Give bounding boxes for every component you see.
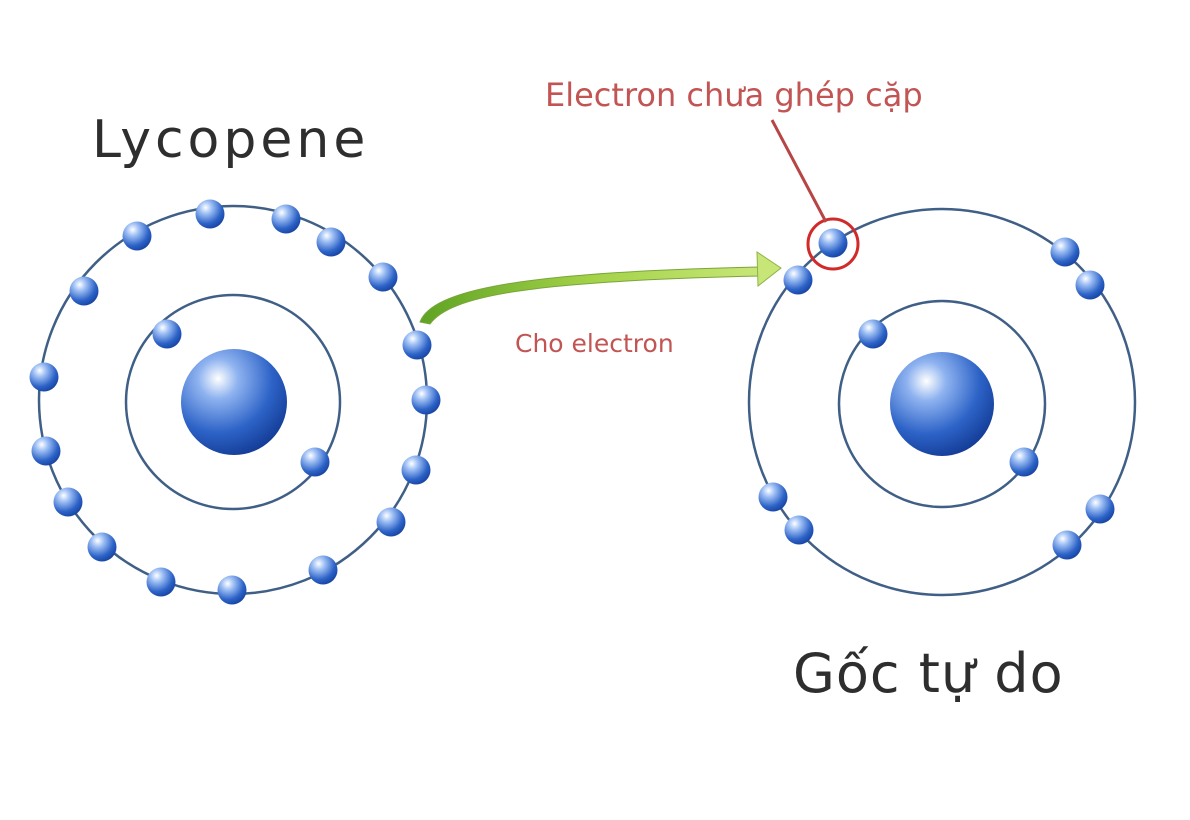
lycopene-label: Lycopene: [92, 110, 370, 170]
electron-transfer-label: Cho electron: [515, 329, 674, 358]
electron: [195, 199, 225, 229]
lycopene-nucleus: [181, 349, 287, 455]
callout-pointer-line: [770, 119, 828, 223]
free-radical-atom: [747, 207, 1137, 597]
electron-transfer-arrow: [419, 251, 782, 325]
electron: [87, 532, 117, 562]
electron: [858, 319, 888, 349]
free-radical-electrons: [758, 228, 1115, 560]
electron: [308, 555, 338, 585]
arrow-head: [756, 251, 782, 288]
electron: [368, 262, 398, 292]
electron: [217, 575, 247, 605]
electron: [784, 515, 814, 545]
electron: [31, 436, 61, 466]
electron: [69, 276, 99, 306]
unpaired-electron-label: Electron chưa ghép cặp: [545, 76, 923, 114]
electron: [1009, 447, 1039, 477]
arrow-shaft: [419, 266, 761, 325]
electron: [783, 265, 813, 295]
electron: [1052, 530, 1082, 560]
electron: [411, 385, 441, 415]
electron: [402, 330, 432, 360]
electron: [1050, 237, 1080, 267]
electron: [29, 362, 59, 392]
electron: [316, 227, 346, 257]
free-radical-label: Gốc tự do: [793, 642, 1064, 705]
electron: [758, 482, 788, 512]
electron: [1085, 494, 1115, 524]
unpaired-electron-highlight-ring: [806, 217, 860, 271]
electron: [300, 447, 330, 477]
electron: [271, 204, 301, 234]
electron: [122, 221, 152, 251]
electron: [401, 455, 431, 485]
electron: [53, 487, 83, 517]
lycopene-electrons: [29, 199, 441, 605]
electron: [1075, 270, 1105, 300]
lycopene-atom: [29, 199, 441, 605]
electron: [146, 567, 176, 597]
lycopene-inner-orbit: [124, 293, 342, 511]
free-radical-outer-orbit: [747, 207, 1137, 597]
free-radical-nucleus: [890, 352, 994, 456]
unpaired-electron: [818, 228, 848, 258]
free-radical-inner-orbit: [837, 299, 1047, 509]
electron: [152, 319, 182, 349]
electron: [376, 507, 406, 537]
